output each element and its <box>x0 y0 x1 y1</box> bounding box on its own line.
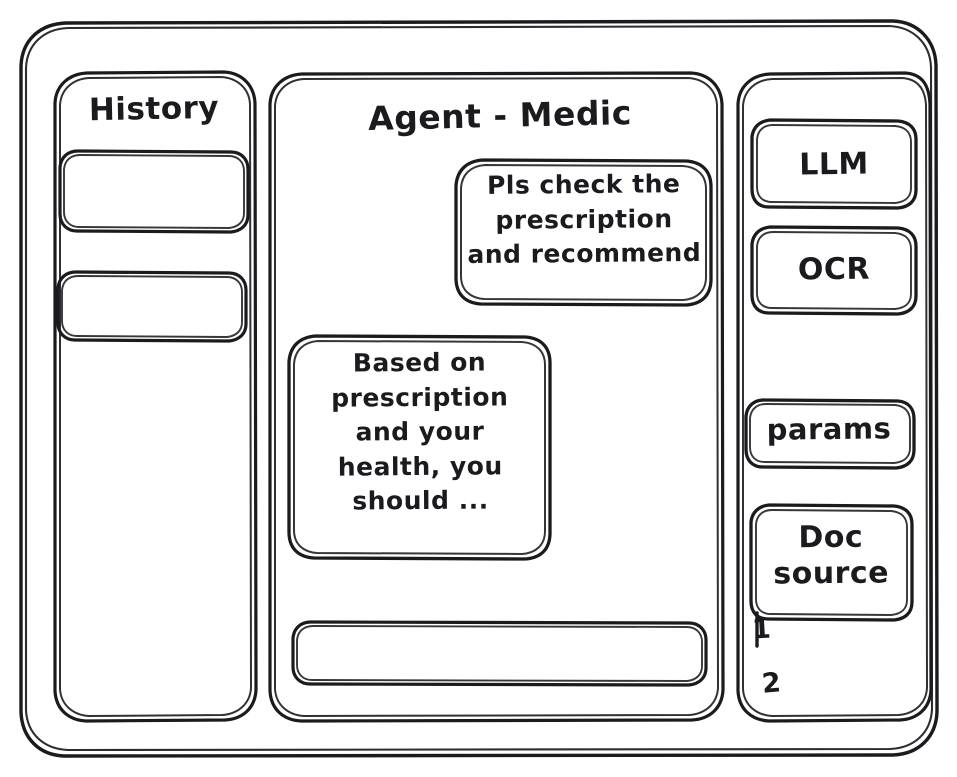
tool-card-frame-doc-source <box>749 503 914 622</box>
message-bubble-assistant <box>289 336 550 559</box>
tool-card-frame-params <box>744 398 916 470</box>
message-bubble-user-frame <box>454 158 713 307</box>
message-bubble-assistant-frame <box>287 334 552 561</box>
tool-card-llm[interactable] <box>752 120 916 208</box>
history-item-frame-1 <box>58 149 250 234</box>
app-window-frame <box>19 19 939 758</box>
tools-panel-frame <box>736 71 933 723</box>
history-item-1[interactable] <box>60 151 248 232</box>
tool-card-params[interactable] <box>746 400 914 468</box>
composer-input[interactable] <box>293 622 706 685</box>
tool-card-frame-llm <box>750 118 918 210</box>
agent-panel-frame <box>268 71 725 723</box>
composer-input-frame <box>291 620 708 687</box>
message-bubble-user <box>456 160 711 305</box>
tool-card-frame-ocr <box>750 225 918 316</box>
tool-card-doc-source[interactable] <box>751 505 912 620</box>
history-panel-frame <box>53 70 258 723</box>
history-item-frame-2 <box>56 270 248 343</box>
history-item-2[interactable] <box>58 272 246 341</box>
tool-card-ocr[interactable] <box>752 227 916 314</box>
